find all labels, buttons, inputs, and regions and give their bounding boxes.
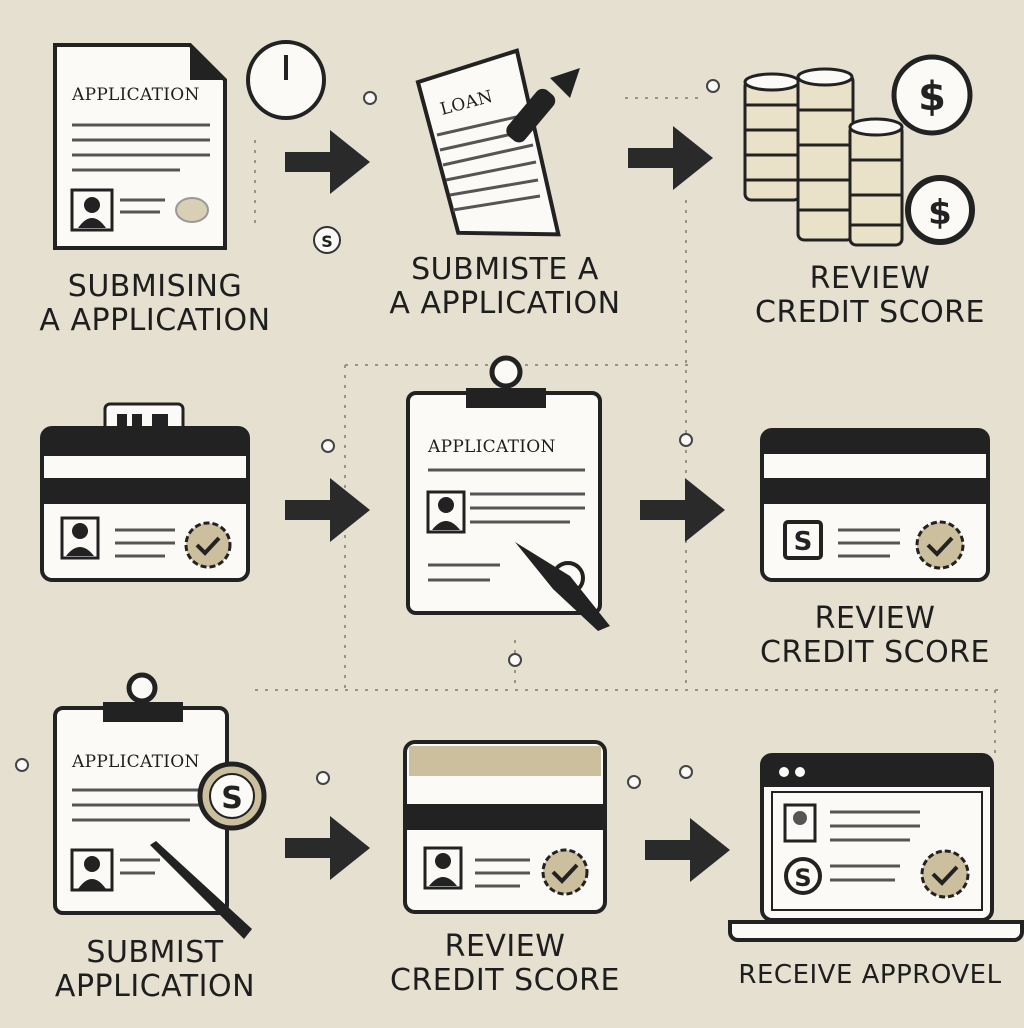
arrow-right-icon — [285, 478, 370, 542]
arrow-right-icon — [645, 818, 730, 882]
dollar-coin-icon: S — [197, 761, 267, 831]
step-9-caption: RECEIVE APPROVEL — [720, 958, 1020, 992]
step-9-laptop: S — [728, 753, 1024, 942]
step-1-application-document: APPLICATION — [53, 43, 227, 250]
coin-stack-icon — [743, 67, 904, 247]
step-6-caption-line1: REVIEW — [814, 601, 936, 636]
step-4-browser-window — [40, 402, 250, 582]
step-6-caption: REVIEW CREDIT SCORE — [740, 602, 1010, 670]
step-3-coin-stacks: $ $ — [743, 54, 975, 247]
svg-text:APPLICATION: APPLICATION — [71, 752, 200, 772]
dollar-coin-icon: $ — [891, 54, 973, 136]
step-1-caption: SUBMISING A APPLICATION — [20, 270, 290, 338]
dot-markers — [15, 79, 720, 789]
step-3-caption-line1: REVIEW — [809, 261, 931, 296]
step-1-caption-line2: A APPLICATION — [39, 303, 271, 338]
step-5-clipboard: APPLICATION — [406, 355, 610, 631]
step-3-caption: REVIEW CREDIT SCORE — [735, 262, 1005, 330]
check-badge-icon — [920, 849, 970, 899]
check-badge-icon — [541, 848, 589, 896]
step-2-loan-document: LOAN — [415, 48, 580, 237]
step-7-clipboard: APPLICATION S — [53, 672, 267, 939]
svg-text:APPLICATION: APPLICATION — [71, 85, 200, 105]
step-3-caption-line2: CREDIT SCORE — [755, 295, 985, 330]
step-6-browser-window: S — [760, 428, 990, 582]
pen-icon — [150, 841, 252, 939]
step-6-caption-line2: CREDIT SCORE — [760, 635, 990, 670]
svg-text:$: $ — [918, 74, 946, 120]
small-coin-marker: S — [313, 226, 341, 254]
dollar-coin-icon: $ — [905, 175, 975, 245]
step-2-caption-line2: A APPLICATION — [389, 286, 621, 321]
step-9-caption-line1: RECEIVE APPROVEL — [738, 960, 1002, 990]
svg-text:S: S — [794, 864, 811, 892]
step-8-caption-line1: REVIEW — [444, 929, 566, 964]
step-8-caption: REVIEW CREDIT SCORE — [370, 930, 640, 998]
arrow-right-icon — [285, 816, 370, 880]
step-8-caption-line2: CREDIT SCORE — [390, 963, 620, 998]
svg-text:$: $ — [928, 193, 952, 233]
pen-icon — [506, 68, 580, 143]
arrows — [285, 126, 730, 882]
step-2-caption: SUBMISTE A A APPLICATION — [370, 253, 640, 321]
step-8-browser-window — [403, 740, 607, 914]
pen-icon — [515, 542, 610, 631]
step-1-caption-line1: SUBMISING — [67, 269, 243, 304]
check-badge-icon — [184, 521, 232, 569]
arrow-right-icon — [285, 130, 370, 194]
arrow-right-icon — [628, 126, 713, 190]
step-7-caption-line1: SUBMIST — [86, 935, 224, 970]
clock-icon — [246, 40, 326, 120]
arrow-right-icon — [640, 478, 725, 542]
step-2-caption-line1: SUBMISTE A — [411, 252, 599, 287]
step-7-caption-line2: APPLICATION — [54, 969, 256, 1004]
svg-text:S: S — [794, 527, 813, 557]
svg-text:S: S — [221, 781, 243, 816]
document-icon — [415, 48, 561, 237]
svg-text:APPLICATION: APPLICATION — [427, 437, 556, 457]
check-badge-icon — [915, 520, 965, 570]
svg-text:S: S — [321, 232, 333, 251]
step-7-caption: SUBMIST APPLICATION — [20, 936, 290, 1004]
seal-icon — [175, 197, 209, 223]
